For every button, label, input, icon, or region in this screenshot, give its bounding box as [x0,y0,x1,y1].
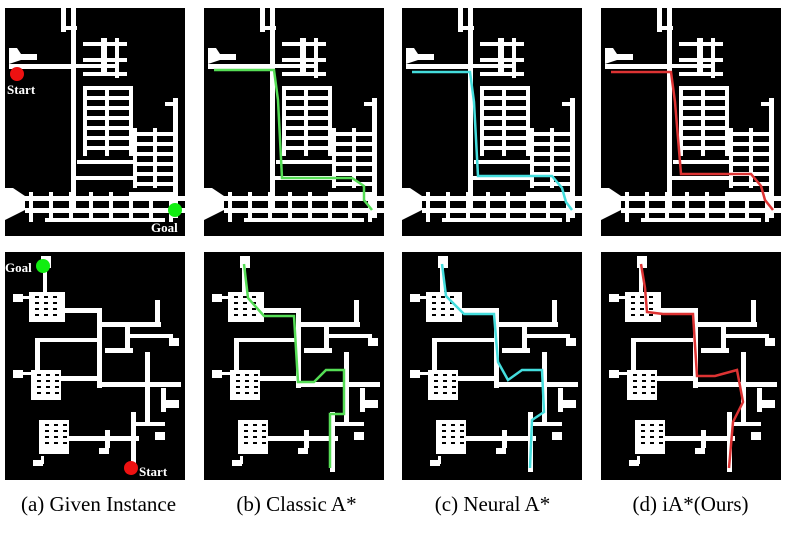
map-panel-1d [601,8,781,236]
corridor-map [212,256,380,472]
start-marker: Start [124,461,168,479]
caption-neural-astar: (c) Neural A* [434,492,551,516]
start-marker: Start [7,67,36,97]
goal-label: Goal [151,220,178,235]
start-label: Start [139,464,168,479]
goal-marker: Goal [5,259,50,275]
map-2-neural [410,256,578,472]
map-1-ours [601,8,781,222]
corridor-map [204,8,384,222]
corridor-map [609,256,777,472]
caption-given-instance: (a) Given Instance [20,492,177,516]
path-classic-astar [214,68,373,211]
corridor-map [601,8,781,222]
map-1-classic [204,8,384,222]
corridor-map [5,8,185,222]
map-panel-2b [204,252,384,480]
map-panel-2c [402,252,582,480]
corridor-map [13,256,181,472]
corridor-map [410,256,578,472]
path-neural-astar [412,70,573,211]
caption-classic-astar: (b) Classic A* [236,492,357,516]
map-1-neural [402,8,582,222]
corridor-map [402,8,582,222]
map-2-ours [609,256,777,472]
path-classic-astar [242,263,346,468]
map-2-classic [212,256,380,472]
map-panel-1b [204,8,384,236]
path-neural-astar [440,263,546,469]
caption-ours-iastar: (d) iA*(Ours) [632,492,749,516]
map-panel-1c [402,8,582,236]
path-ours-iastar [639,263,745,469]
map-panel-2d [601,252,781,480]
goal-marker: Goal [151,203,182,235]
path-ours-iastar [611,70,774,211]
start-label: Start [7,82,36,97]
goal-label: Goal [5,260,32,275]
